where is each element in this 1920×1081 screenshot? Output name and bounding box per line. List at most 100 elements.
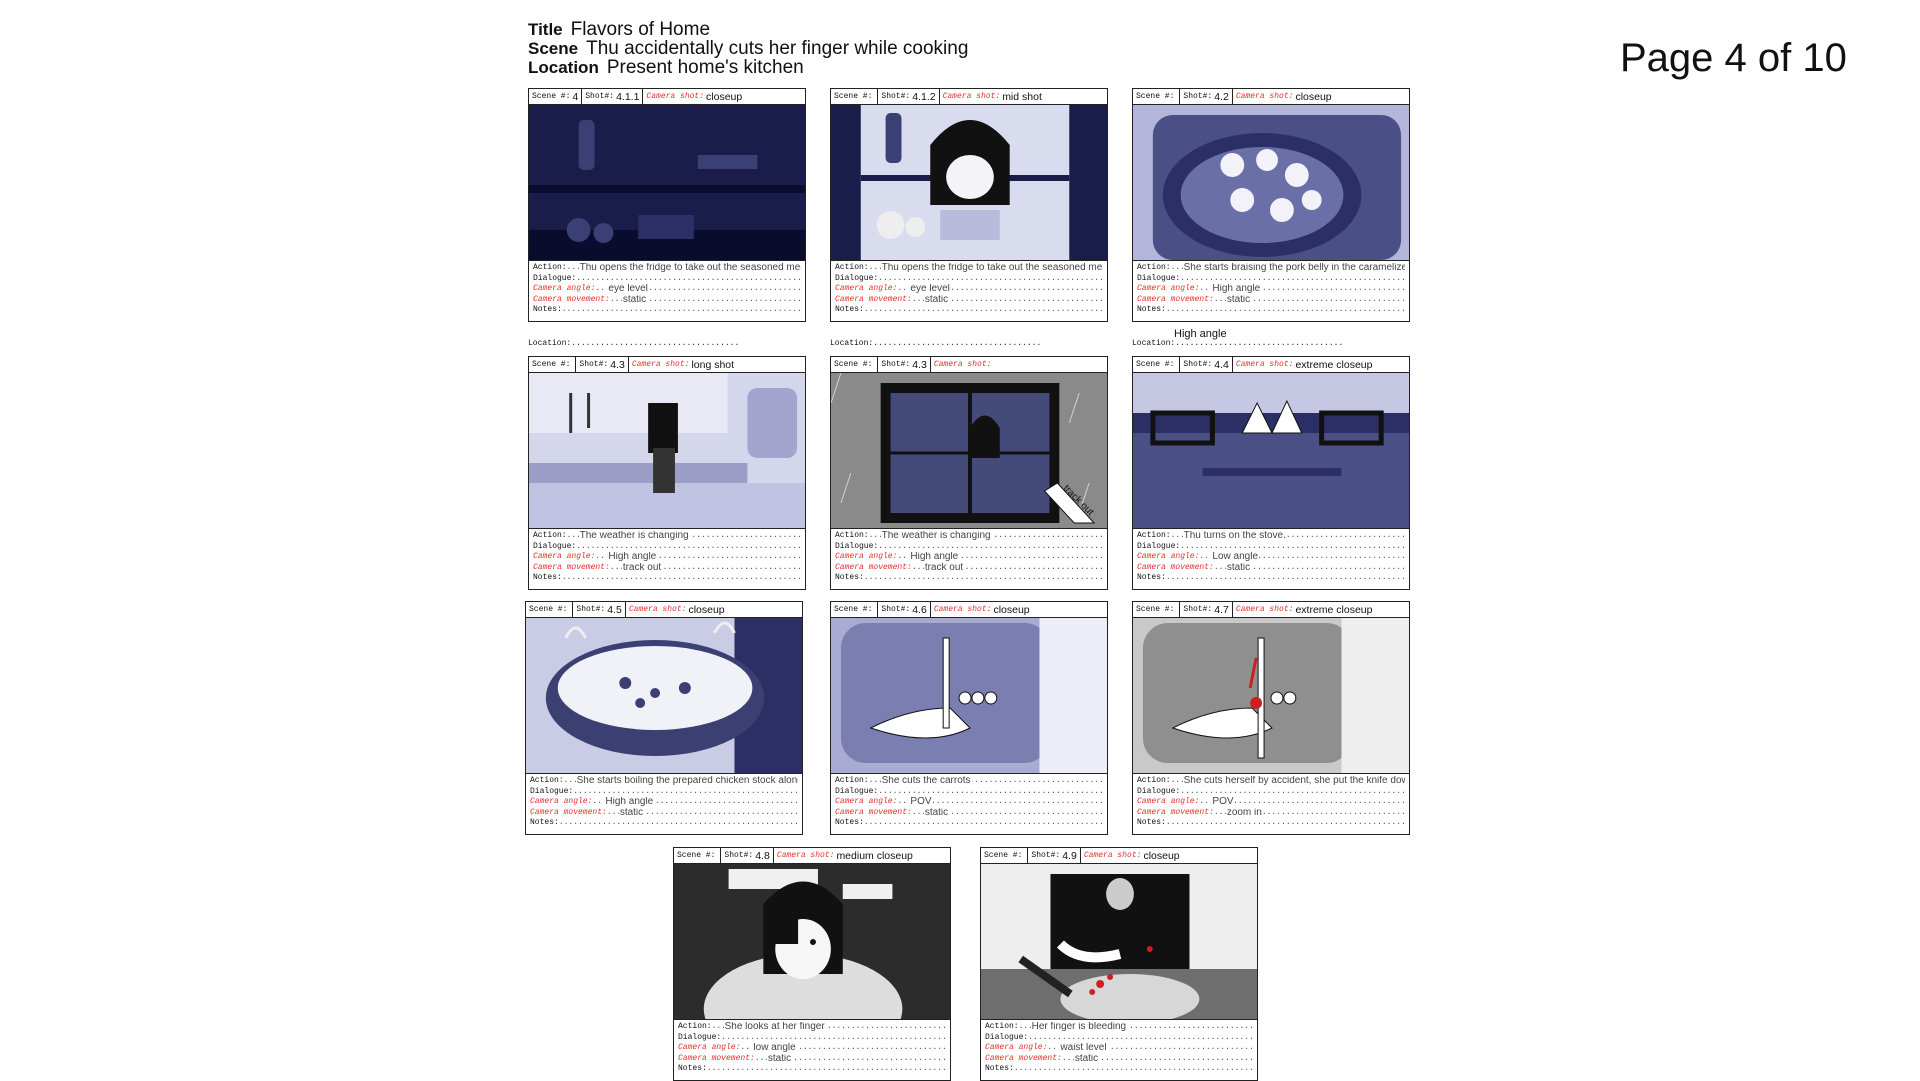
scene-number-field: Scene #: [529,357,577,372]
camera-angle-text: High angle [607,552,658,562]
panel-header: Scene #: Shot#:4.1.2 Camera shot:mid sho… [831,89,1107,105]
camera-angle-text: eye level [909,284,951,294]
notes-row: Notes: [530,818,798,829]
shot-number-field: Shot#:4.3 [576,357,629,372]
scene-number-field: Scene #: [831,89,879,104]
notes-row: Notes: [1137,305,1405,316]
camera-angle-text: High angle [1211,284,1262,294]
location-line: Location:...............................… [1132,339,1344,348]
panel-fields: Action:Thu turns on the stove. Dialogue:… [1133,529,1409,584]
storyboard-header: Title Flavors of Home Scene Thu accident… [528,20,968,77]
panel-fields: Action:She starts boiling the prepared c… [526,774,802,829]
camera-shot-field: Camera shot:long shot [631,358,735,371]
action-text: She looks at her finger [723,1022,826,1032]
action-text: She starts boiling the prepared chicken … [575,776,798,786]
camera-angle-text: waist level [1059,1043,1108,1053]
camera-movement-row: Camera movement:static [1137,562,1405,574]
panel-fields: Action:She looks at her finger Dialogue:… [674,1020,950,1075]
panel-illustration [1133,105,1409,261]
location-line: Location:...............................… [830,339,1042,348]
panel-header: Scene #: Shot#:4.2 Camera shot:closeup [1133,89,1409,105]
camera-angle-text: High angle [604,797,655,807]
scene-number-field: Scene #: [1133,602,1181,617]
storyboard-panel: Scene #: Shot#:4.7 Camera shot:extreme c… [1132,601,1410,835]
storyboard-panel: Scene #: Shot#:4.2 Camera shot:closeup A… [1132,88,1410,322]
notes-row: Notes: [533,573,801,584]
shot-number-field: Shot#:4.4 [1180,357,1233,372]
dialogue-row: Dialogue: [835,787,1103,798]
storyboard-panel: Scene #: Shot#:4.6 Camera shot:closeup A… [830,601,1108,835]
panel-header: Scene #: Shot#:4.8 Camera shot:medium cl… [674,848,950,864]
notes-row: Notes: [835,305,1103,316]
camera-movement-row: Camera movement:static [835,807,1103,819]
panel-header: Scene #: Shot#:4.7 Camera shot:extreme c… [1133,602,1409,618]
panel-fields: Action:The weather is changing Dialogue:… [831,529,1107,584]
scene-number-field: Scene #: [831,357,879,372]
camera-angle-row: Camera angle:POV [835,797,1103,808]
panel-header: Scene #: Shot#:4.5 Camera shot:closeup [526,602,802,618]
action-row: Action:Thu opens the fridge to take out … [835,263,1103,274]
page-indicator: Page 4 of 10 [1620,36,1847,80]
notes-row: Notes: [678,1064,946,1075]
shot-number-field: Shot#:4.8 [721,848,774,863]
camera-shot-field: Camera shot:closeup [933,603,1030,616]
panel-illustration: track out [831,373,1107,529]
panel-header: Scene #:4 Shot#:4.1.1 Camera shot:closeu… [529,89,805,105]
camera-movement-row: Camera movement:static [985,1053,1253,1065]
storyboard-panel: Scene #: Shot#:4.8 Camera shot:medium cl… [673,847,951,1081]
camera-angle-row: Camera angle:High angle [530,797,798,808]
panel-fields: Action:Thu opens the fridge to take out … [831,261,1107,316]
panel-illustration [529,373,805,529]
camera-angle-row: Camera angle:POV [1137,797,1405,808]
camera-movement-row: Camera movement:static [530,807,798,819]
panel-header: Scene #: Shot#:4.6 Camera shot:closeup [831,602,1107,618]
camera-movement-text: track out [923,562,965,573]
camera-angle-row: Camera angle:eye level [533,284,801,295]
action-row: Action:Her finger is bleeding [985,1022,1253,1033]
storyboard-panel: Scene #: Shot#:4.4 Camera shot:extreme c… [1132,356,1410,590]
dialogue-row: Dialogue: [835,274,1103,285]
panel-header: Scene #: Shot#:4.4 Camera shot:extreme c… [1133,357,1409,373]
dialogue-row: Dialogue: [835,542,1103,553]
shot-number-field: Shot#:4.1.2 [878,89,940,104]
camera-movement-text: static [621,294,648,305]
scene-number-field: Scene #: [674,848,722,863]
panel-fields: Action:She starts braising the pork bell… [1133,261,1409,316]
storyboard-panel: Scene #: Shot#:4.3 Camera shot:long shot… [528,356,806,590]
camera-shot-field: Camera shot:closeup [628,603,725,616]
scene-number-field: Scene #:4 [529,89,583,104]
action-row: Action:She starts braising the pork bell… [1137,263,1405,274]
camera-movement-text: static [1225,294,1252,305]
camera-angle-text: low angle [752,1043,797,1053]
scene-number-field: Scene #: [1133,89,1181,104]
scene-number-field: Scene #: [526,602,574,617]
location-label: Location [528,58,599,77]
camera-movement-text: zoom in [1225,807,1263,818]
dialogue-row: Dialogue: [1137,787,1405,798]
title-row: Title Flavors of Home [528,20,968,39]
panel-fields: Action:Her finger is bleeding Dialogue: … [981,1020,1257,1075]
title-label: Title [528,20,563,39]
panel-header: Scene #: Shot#:4.3 Camera shot: [831,357,1107,373]
action-text: Her finger is bleeding [1030,1022,1128,1032]
shot-number-field: Shot#:4.2 [1180,89,1233,104]
shot-number-field: Shot#:4.3 [878,357,931,372]
scene-value: Thu accidentally cuts her finger while c… [586,38,969,59]
camera-angle-text: POV [1211,797,1235,807]
camera-shot-field: Camera shot:extreme closeup [1235,358,1373,371]
camera-shot-field: Camera shot:extreme closeup [1235,603,1373,616]
panel-illustration [526,618,802,774]
shot-number-field: Shot#:4.1.1 [582,89,644,104]
camera-movement-row: Camera movement:static [1137,294,1405,306]
camera-movement-row: Camera movement:static [533,294,801,306]
action-row: Action:The weather is changing [835,531,1103,542]
notes-row: Notes: [835,573,1103,584]
camera-movement-row: Camera movement:track out [533,562,801,574]
action-text: She starts braising the pork belly in th… [1182,263,1405,273]
camera-angle-text: eye level [607,284,649,294]
notes-row: Notes: [835,818,1103,829]
action-text: She cuts the carrots [880,776,972,786]
camera-movement-row: Camera movement:zoom in [1137,807,1405,819]
camera-angle-text: High angle [909,552,960,562]
camera-movement-text: static [766,1053,793,1064]
